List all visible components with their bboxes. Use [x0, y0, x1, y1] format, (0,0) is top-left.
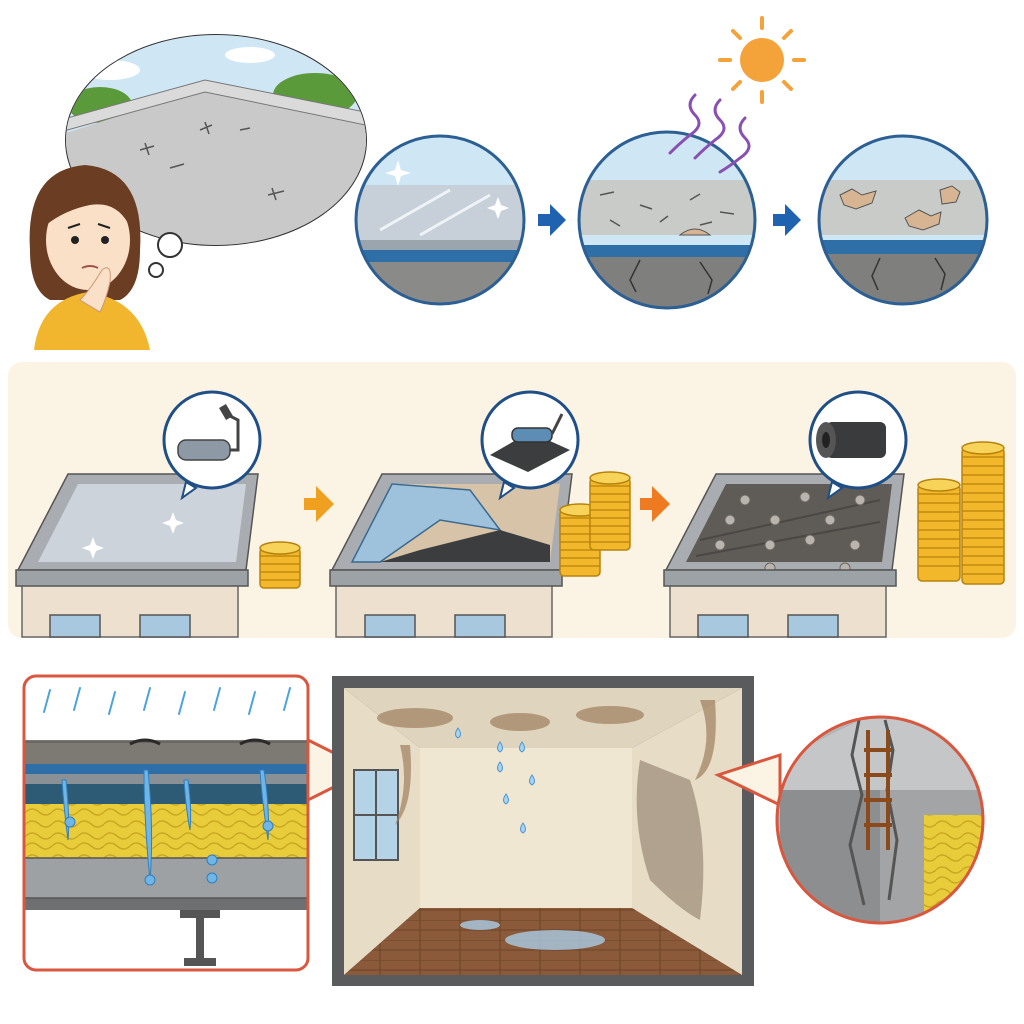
- uv-rays-icon: [668, 93, 751, 174]
- membrane-overlay-building: [329, 473, 573, 638]
- worried-woman-icon: [29, 165, 150, 350]
- water-drop-icon: [455, 727, 535, 834]
- peeling-coating-circle: [817, 134, 989, 306]
- callout-pointer: [713, 752, 782, 808]
- rusted-rebar-closeup: [775, 715, 985, 925]
- arrow-right-icon: [640, 486, 670, 522]
- cross-section-leak-panel: [22, 674, 310, 972]
- arrow-right-icon: [304, 486, 334, 522]
- water-leak-drips: [61, 769, 274, 886]
- sun-uv-icon: [718, 16, 806, 104]
- interior-water-damage-room: [332, 676, 754, 986]
- coin-stack-icon: [917, 478, 961, 582]
- uv-cracking-circle: [577, 130, 757, 310]
- rain-icon: [43, 687, 291, 715]
- sheet-replacement-building: [663, 473, 905, 638]
- membrane-roll-icon: [808, 390, 908, 501]
- coin-stack-icon: [961, 441, 1005, 585]
- coin-stack-icon: [259, 541, 301, 589]
- new-coating-circle: [354, 134, 526, 306]
- coin-stack-icon: [589, 471, 631, 551]
- arrow-right-icon: [773, 204, 801, 236]
- paint-roller-icon: [162, 390, 262, 501]
- roller-with-sheet-icon: [480, 390, 580, 501]
- arrow-right-icon: [538, 204, 566, 236]
- rebar-icon: [864, 730, 892, 850]
- water-stains: [377, 700, 716, 920]
- topcoat-recoat-building: [15, 473, 259, 638]
